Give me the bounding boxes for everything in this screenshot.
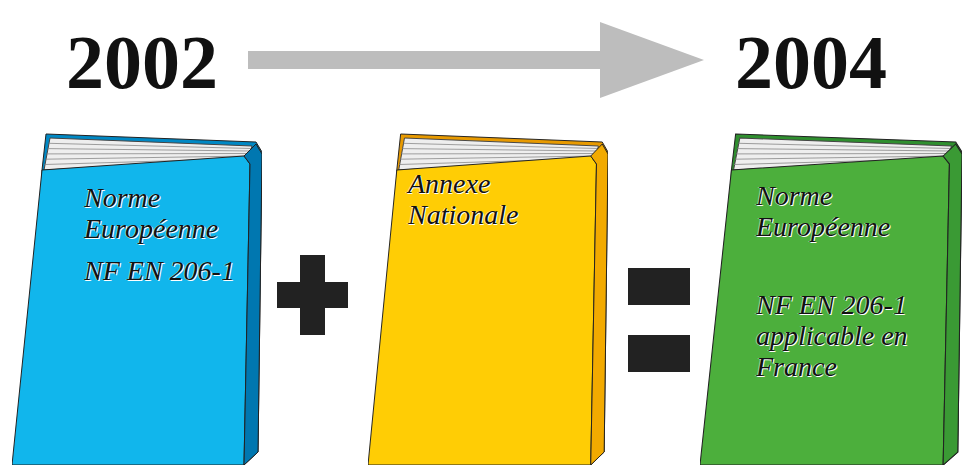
page-edge: [403, 143, 597, 148]
page-edge: [739, 143, 951, 148]
timeline-arrow-shaft: [248, 51, 606, 69]
book-title: Annexe Nationale: [408, 168, 578, 231]
plus-sign: [277, 282, 348, 308]
page-edge: [736, 153, 949, 154]
equals-sign: [628, 335, 690, 372]
book-cover: [12, 156, 250, 465]
book-cover: [368, 156, 596, 465]
book-spine: [943, 144, 962, 465]
page-edge: [402, 149, 596, 151]
book-title: Norme Européenne: [84, 182, 249, 245]
timeline-arrow-head: [600, 22, 704, 98]
book: Annexe Nationale: [368, 130, 608, 465]
page-edge: [738, 149, 950, 151]
page-edge: [48, 149, 251, 151]
book-spine: [591, 144, 608, 465]
cover-text: Norme Européenne NF EN 206-1: [84, 182, 249, 286]
book-cover: [700, 156, 949, 465]
book-shape: [12, 130, 262, 465]
page-edge: [49, 143, 251, 148]
year-label: 2004: [735, 24, 887, 100]
book: Norme Européenne NF EN 206-1 applicable e…: [700, 130, 962, 465]
page-edge: [47, 153, 250, 154]
book-spine: [244, 144, 262, 465]
book: Norme Européenne NF EN 206-1: [12, 130, 262, 465]
page-edge: [401, 153, 596, 154]
year-label: 2002: [66, 24, 218, 100]
book-title: Norme Européenne: [756, 180, 946, 243]
book-subtitle: NF EN 206-1: [84, 255, 249, 286]
book-subtitle: NF EN 206-1 applicable en France: [756, 289, 946, 383]
cover-text: Norme Européenne NF EN 206-1 applicable e…: [756, 180, 946, 383]
equals-sign: [628, 268, 690, 305]
cover-text: Annexe Nationale: [408, 168, 578, 231]
